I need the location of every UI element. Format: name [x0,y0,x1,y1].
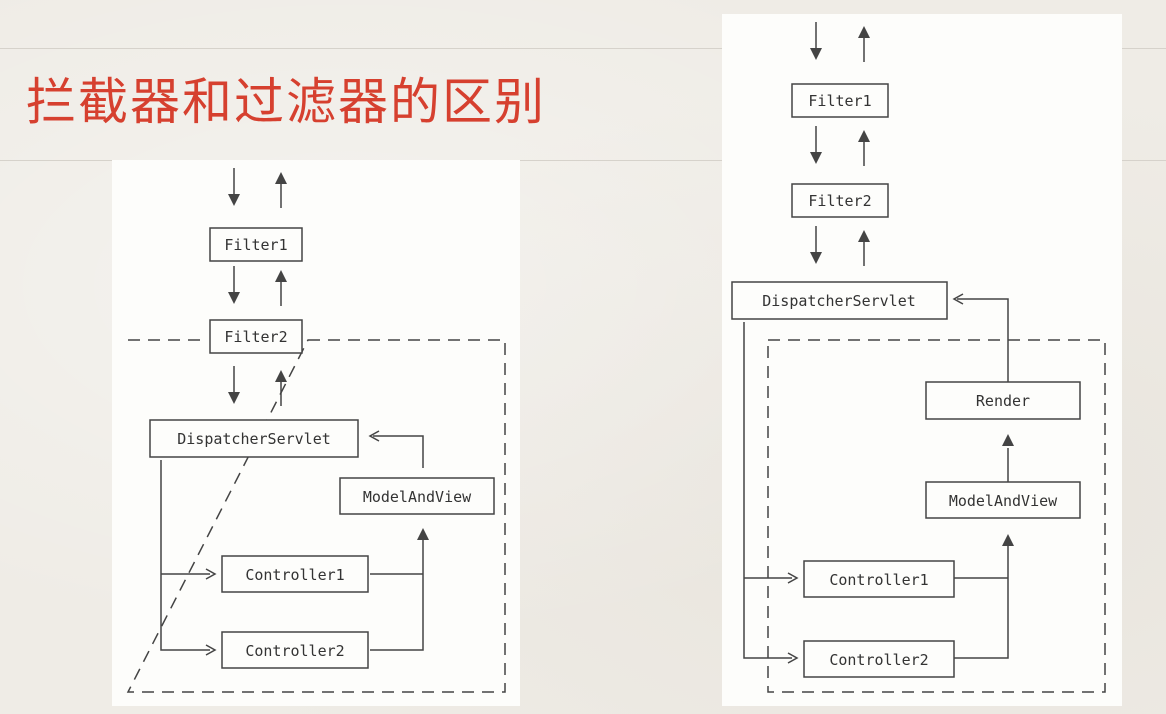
arrow-head [275,270,287,282]
dispatcher-servlet-box [731,281,948,320]
return-to-dispatcher-line [373,435,424,468]
title-rule [0,160,1166,161]
arrow-head [810,152,822,164]
open-arrow-head [205,644,217,656]
filter2-label: Filter2 [808,192,871,210]
controller2-label: Controller2 [245,642,344,660]
controller1-label: Controller1 [245,566,344,584]
open-arrow-head [205,568,217,580]
left-diagram: Filter1 Filter2 DispatcherServlet ModelA… [112,160,520,706]
model-and-view-label: ModelAndView [363,488,472,506]
dispatcher-servlet-label: DispatcherServlet [177,430,331,448]
arrow-head [228,392,240,404]
open-arrow-head [787,572,799,584]
arrow-head [858,130,870,142]
filter2-box [791,183,889,218]
arrow-head [275,370,287,382]
model-and-view-label: ModelAndView [949,492,1058,510]
arrow-head [858,26,870,38]
filter1-label: Filter1 [808,92,871,110]
open-arrow-head [368,430,380,442]
filter1-box [791,83,889,118]
filter1-box [209,227,303,262]
slide-title: 拦截器和过滤器的区别 [26,73,546,131]
controller1-box [221,555,369,593]
model-and-view-box [925,481,1081,519]
model-and-view-box [339,477,495,515]
controller2-label: Controller2 [829,651,928,669]
open-arrow-head [787,652,799,664]
top-rule [0,48,1166,49]
dispatcher-servlet-label: DispatcherServlet [762,292,916,310]
filter1-label: Filter1 [224,236,287,254]
dispatcher-servlet-box [149,419,359,458]
controller1-label: Controller1 [829,571,928,589]
controller2-box [803,640,955,678]
controller2-box [221,631,369,669]
arrow-head [1002,434,1014,446]
arrow-head [417,528,429,540]
dispatch-line [743,322,792,659]
dispatch-line [160,460,210,651]
controller-return-line [954,546,1009,659]
filter2-label: Filter2 [224,328,287,346]
arrow-head [1002,534,1014,546]
arrow-head [858,230,870,242]
arrow-head [810,252,822,264]
arrow-head [275,172,287,184]
arrow-head [810,48,822,60]
arrow-head [228,194,240,206]
controller-return-line [370,540,424,651]
open-arrow-head [952,293,964,305]
controller1-box [803,560,955,598]
interceptor-dashed-region [767,339,1106,693]
render-box [925,381,1081,420]
return-to-dispatcher-line [957,298,1009,388]
interceptor-dashed-region [126,339,506,693]
render-label: Render [976,392,1030,410]
right-diagram: Filter1 Filter2 DispatcherServlet Render… [722,14,1122,706]
arrow-head [228,292,240,304]
filter2-box [209,319,303,354]
